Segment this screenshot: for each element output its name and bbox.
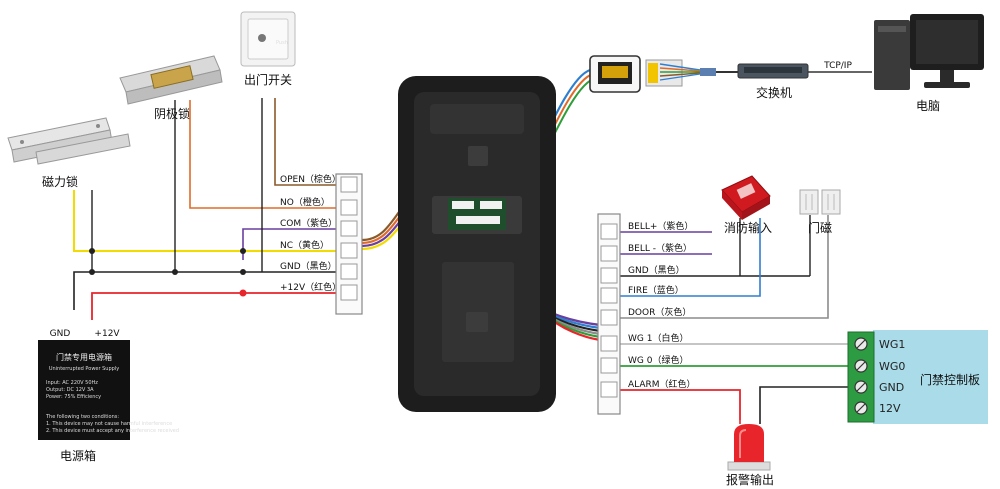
right-pin-label: WG 1（白色） [628,332,688,344]
psu-face-spec: Output: DC 12V 3A [46,387,94,393]
left-pin-label: GND（黑色） [280,260,337,272]
psu-face-spec: Power: 75% Efficiency [46,394,101,400]
left-pin-label: OPEN（棕色） [280,173,341,185]
computer-device [874,14,984,90]
wire-alarm [620,389,741,420]
psu-face-spec: Input: AC 220V 50Hz [46,380,98,386]
left-pin-label: COM（紫色） [280,217,337,229]
exit-button-device [240,11,296,67]
junction-dot [240,269,246,275]
junction-dot [239,289,247,297]
access-reader-device [398,76,556,412]
terminal-slot [340,284,358,301]
terminal-slot [600,309,618,326]
rj45-socket [589,55,641,93]
right-pin-label: BELL+（紫色） [628,220,693,232]
tcpip-label: TCP/IP [823,61,852,71]
psu-face-subtitle: Uninterrupted Power Supply [49,366,119,372]
terminal-slot [340,263,358,280]
door-sensor-device [799,189,841,215]
terminal-slot [600,223,618,240]
left-pin-label: NO（橙色） [280,196,330,208]
screw-slot [856,382,866,392]
terminal-slot [600,267,618,284]
device-labels: 磁力锁 阴极锁 出门开关 电源箱 交换机 电脑 消防输入 门磁 门禁控制板 报警… [42,40,980,487]
controller-terminal-label: 12V [879,402,901,415]
exit-button-text: Push [276,40,288,46]
alarm-light-device [727,420,771,471]
psu-label: 电源箱 [60,448,96,463]
rj45-plug [645,59,738,87]
junction-dot [172,269,178,275]
computer-label: 电脑 [916,99,940,113]
network-switch-device [737,63,872,79]
controller-label: 门禁控制板 [920,372,980,387]
right-pin-list: BELL+（紫色） BELL -（紫色） GND（黑色） FIRE（蓝色） DOOR（灰… [600,220,696,398]
wire-ctrl-gnd [759,386,858,420]
junction-dot [89,248,95,254]
controller-terminal-label: GND [879,381,904,394]
terminal-slot [600,245,618,262]
wire-door [620,215,829,319]
power-supply-box [38,340,130,440]
terminal-slot [340,199,358,216]
psu-gnd-label: GND [50,329,71,339]
left-pin-label: NC（黄色） [280,239,329,251]
screw-slot [856,361,866,371]
fire-input-device [721,175,771,220]
electric-strike-device [119,55,223,105]
left-wires [73,98,338,320]
junction-dot [89,269,95,275]
terminal-slot [600,381,618,398]
psu-12v-label: +12V [94,329,120,339]
terminal-slot [600,287,618,304]
terminal-slot [340,242,358,259]
door-sensor-label: 门磁 [808,220,832,235]
exit-button-label: 出门开关 [244,72,292,87]
psu-face-cond: 2. This device must accept any interfere… [46,428,179,434]
strike-label: 阴极锁 [154,106,190,121]
terminal-slot [340,220,358,237]
psu-face-cond: The following two conditions: [45,414,119,420]
right-pin-label: DOOR（灰色） [628,306,691,318]
right-pin-label: FIRE（蓝色） [628,284,684,296]
wire-open [274,98,338,186]
right-pin-label: ALARM（红色） [628,378,696,390]
left-pin-label: +12V（红色） [280,281,341,293]
controller-terminal-label: WG1 [879,338,905,351]
right-wires [620,215,858,420]
psu-face-text: 门禁专用电源箱 Uninterrupted Power Supply Input… [45,352,179,434]
junction-dot [240,248,246,254]
wire-gnd [73,271,338,310]
wire-no [189,100,338,209]
wire-12v [91,292,338,320]
psu-face-cond: 1. This device may not cause harmful int… [46,421,172,427]
fire-label: 消防输入 [724,220,772,235]
controller-terminal-label: WG0 [879,360,905,373]
magnetic-lock-device [7,117,131,165]
screw-slot [856,403,866,413]
terminal-slot [600,335,618,352]
left-pin-list: OPEN（棕色） NO（橙色） COM（紫色） NC（黄色） GND（黑色） +12V（红… [280,173,358,301]
screw-slot [856,339,866,349]
maglock-label: 磁力锁 [42,174,78,189]
switch-label: 交换机 [756,85,792,100]
wire-nc [73,190,338,252]
psu-face-title: 门禁专用电源箱 [56,352,112,362]
wire-fire [620,218,761,297]
right-pin-label: BELL -（紫色） [628,242,692,254]
right-pin-label: WG 0（绿色） [628,354,688,366]
right-pin-label: GND（黑色） [628,264,685,276]
terminal-slot [340,176,358,193]
terminal-slot [600,357,618,374]
alarm-label: 报警输出 [726,472,774,487]
